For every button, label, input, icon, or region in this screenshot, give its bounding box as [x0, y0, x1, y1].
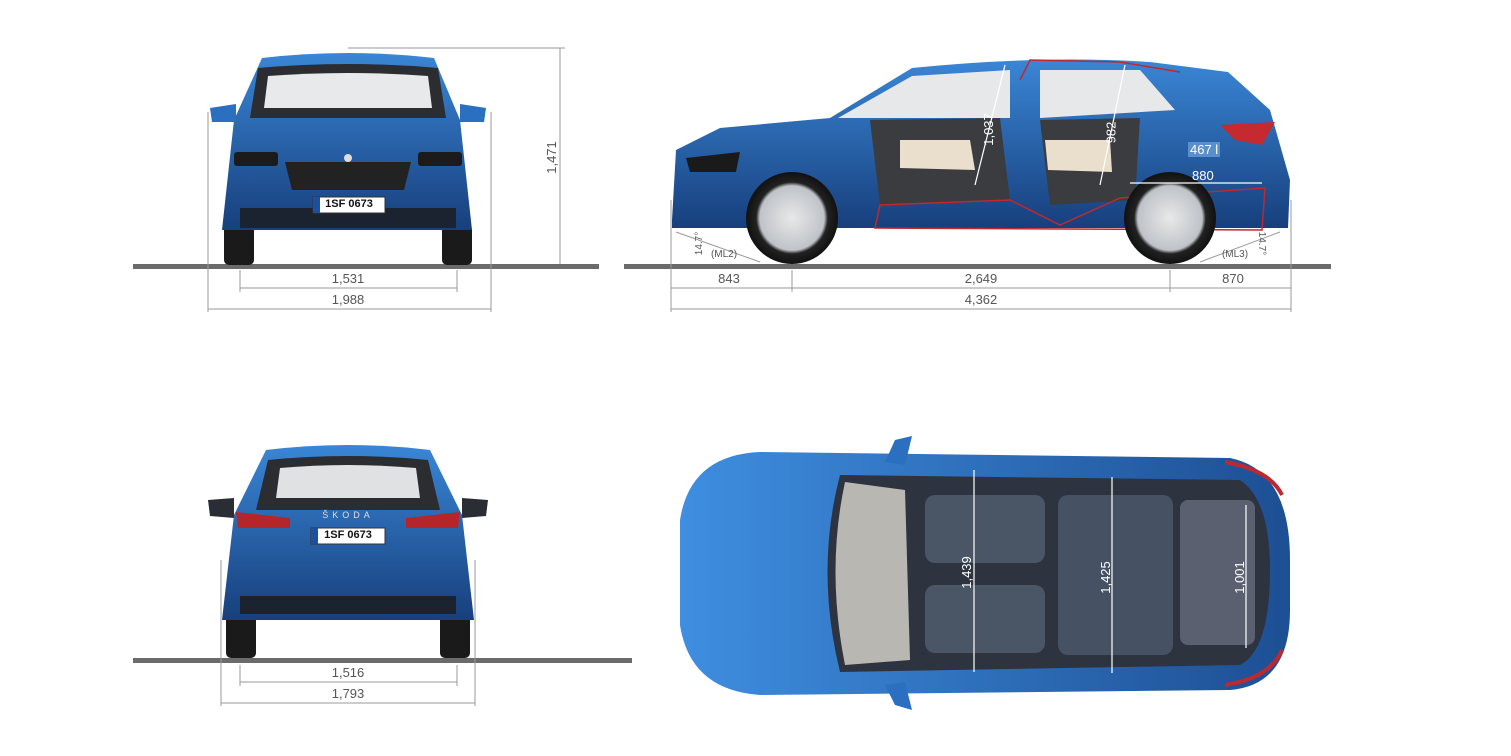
front-height-label: 1,471	[543, 141, 559, 174]
boot-volume-label: 467 l	[1188, 142, 1221, 157]
rear-view-car	[208, 445, 488, 658]
approach-angle-label: 14.7°	[694, 231, 706, 256]
ground-line-front	[133, 264, 599, 269]
front-overhang-label: 843	[718, 271, 740, 286]
rear-headroom-label: 982	[1103, 121, 1119, 144]
approach-ml-label: (ML2)	[710, 249, 738, 260]
front-headroom-label: 1,037	[980, 113, 996, 146]
front-width-label: 1,988	[331, 292, 365, 307]
rear-brand-lettering: ŠKODA	[322, 510, 374, 520]
top-view-car	[680, 436, 1290, 710]
side-view-car	[672, 59, 1290, 264]
dimension-lines	[207, 47, 1292, 706]
ground-line-side	[624, 264, 1331, 269]
wheelbase-label: 2,649	[964, 271, 998, 286]
ground-line-rear	[133, 658, 632, 663]
front-track-label: 1,531	[331, 271, 365, 286]
front-view-car	[210, 53, 486, 265]
boot-width-label: 1,001	[1231, 561, 1247, 594]
rear-track-label: 1,516	[331, 665, 365, 680]
length-label: 4,362	[964, 292, 998, 307]
front-license-plate: 1SF 0673	[325, 198, 373, 210]
rear-overhang-label: 870	[1222, 271, 1244, 286]
boot-length-label: 880	[1192, 168, 1214, 183]
front-elbow-width-label: 1,439	[958, 556, 974, 589]
departure-angle-label: 14.7°	[1256, 231, 1268, 256]
rear-elbow-width-label: 1,425	[1097, 561, 1113, 594]
rear-license-plate: 1SF 0673	[324, 529, 372, 541]
departure-ml-label: (ML3)	[1221, 249, 1249, 260]
rear-width-label: 1,793	[331, 686, 365, 701]
